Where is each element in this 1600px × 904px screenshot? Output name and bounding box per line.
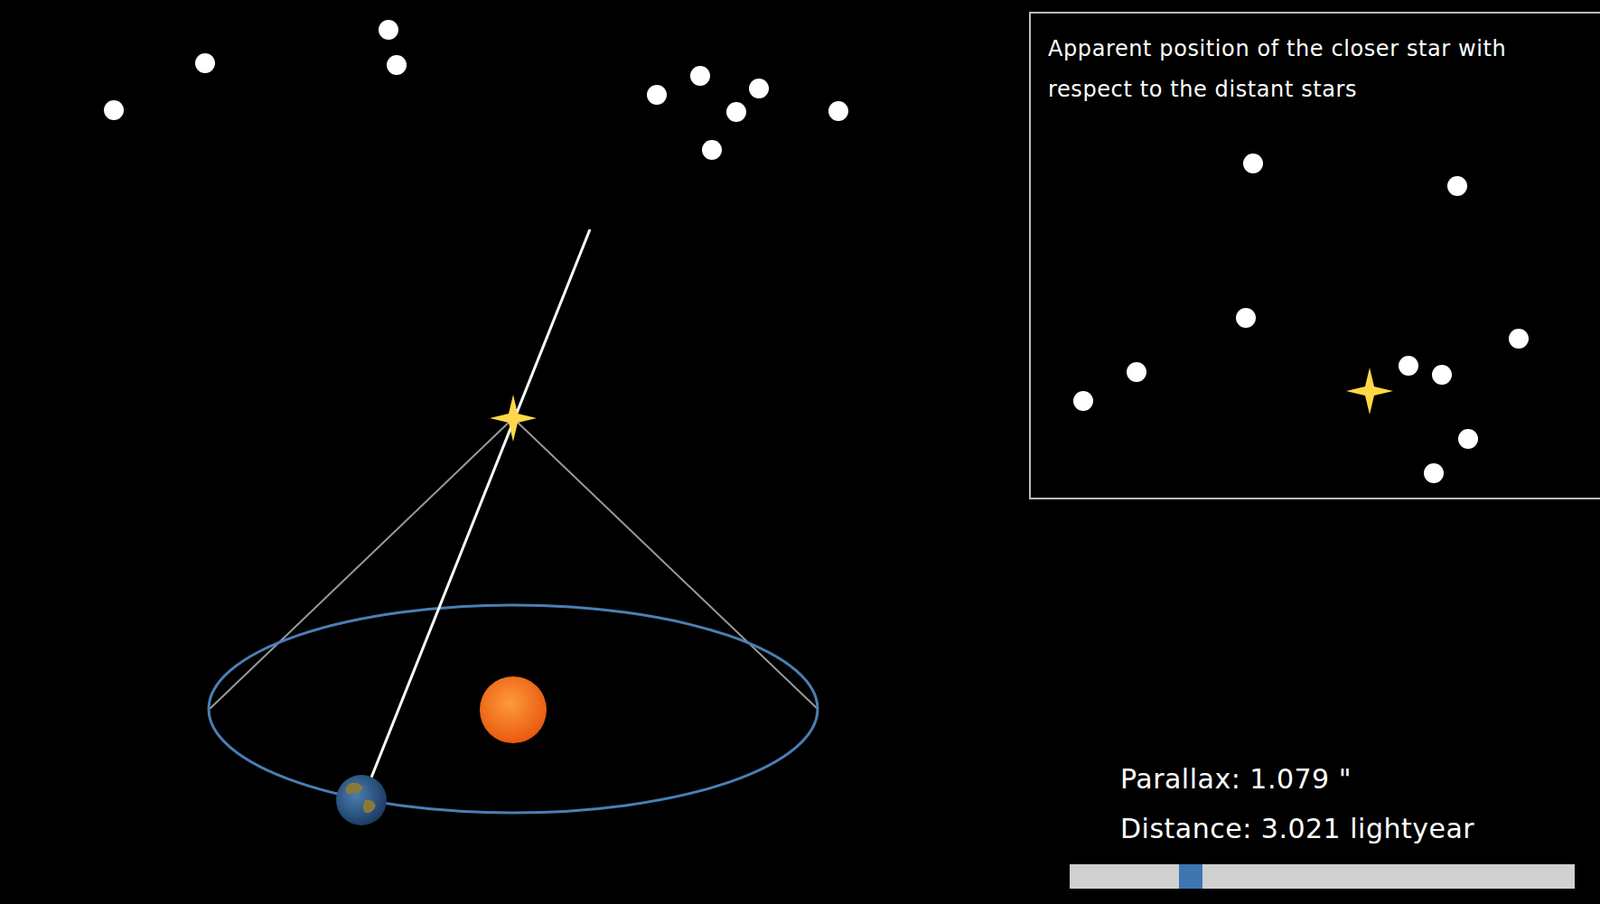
sun (479, 676, 547, 744)
sight-line (209, 418, 514, 710)
closer-star (489, 394, 537, 442)
inset-distant-stars (1073, 153, 1529, 484)
earth (336, 775, 387, 826)
inset-closer-star (1346, 367, 1394, 415)
distant-stars (103, 19, 849, 160)
readout-label: Distance: 3.021 lightyear (1120, 813, 1475, 845)
inset-frame (1029, 12, 1600, 499)
readout-label: Parallax: 1.079 " (1120, 763, 1352, 796)
panel-title: Apparent position of the closer star wit… (1029, 12, 1572, 111)
inset-panel: Apparent position of the closer star wit… (1029, 12, 1600, 499)
slider-thumb (1178, 864, 1203, 889)
slider-track (1069, 864, 1575, 889)
earth-orbit (208, 605, 818, 814)
sight-line (513, 418, 818, 710)
line-of-sight (371, 229, 590, 778)
